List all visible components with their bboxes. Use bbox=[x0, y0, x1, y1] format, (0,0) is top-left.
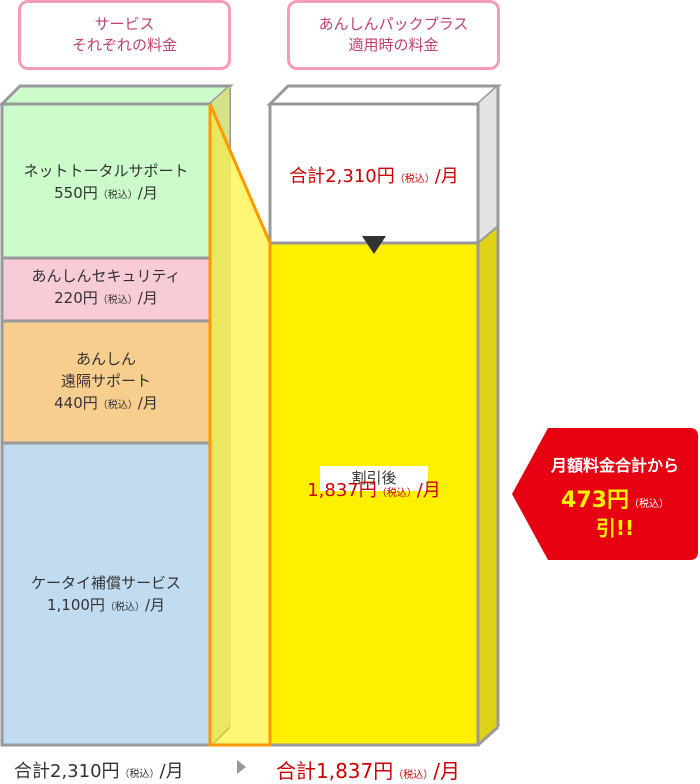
header-right-box: あんしんパックプラス 適用時の料金 bbox=[287, 0, 500, 70]
footer-total-before: 合計2,310円（税込）/月 bbox=[14, 757, 184, 783]
segment-keitai-hosho: ケータイ補償サービス 1,100円（税込）/月 bbox=[2, 572, 210, 619]
per-month: /月 bbox=[433, 759, 461, 783]
header-right-line2: 適用時の料金 bbox=[348, 36, 439, 54]
badge-amount-value: 473円 bbox=[561, 488, 629, 513]
badge-line1: 月額料金合計から bbox=[550, 456, 679, 475]
per-month: /月 bbox=[416, 480, 441, 501]
before-total-value: 合計2,310円 bbox=[289, 166, 395, 187]
segment-price: 550円 bbox=[54, 184, 98, 202]
segment-price: 1,100円 bbox=[46, 596, 105, 614]
per-month: /月 bbox=[159, 761, 184, 782]
header-right-line1: あんしんパックプラス bbox=[318, 15, 469, 33]
badge-tax: （税込） bbox=[628, 499, 669, 510]
segment-name: ケータイ補償サービス bbox=[30, 574, 181, 592]
total-after-value: 合計1,837円 bbox=[276, 759, 394, 783]
after-price-value: 1,837円 bbox=[307, 480, 377, 501]
segment-remote-support: あんしん 遠隔サポート 440円（税込）/月 bbox=[2, 348, 210, 417]
arrow-right-icon bbox=[237, 760, 246, 774]
after-discount-price: 1,837円（税込）/月 bbox=[270, 476, 478, 502]
tax-label: （税込） bbox=[394, 174, 435, 185]
segment-price: 440円 bbox=[54, 394, 98, 412]
per-month: /月 bbox=[137, 184, 158, 202]
segment-name-line2: 遠隔サポート bbox=[60, 372, 151, 390]
segment-name: ネットトータルサポート bbox=[23, 162, 189, 180]
discount-tag: 割引後 bbox=[320, 466, 428, 491]
tax-label: （税込） bbox=[119, 769, 160, 780]
per-month: /月 bbox=[137, 394, 158, 412]
before-discount-total: 合計2,310円（税込）/月 bbox=[270, 162, 478, 188]
header-left-box: サービス それぞれの料金 bbox=[18, 0, 231, 70]
segment-name-line1: あんしん bbox=[75, 350, 136, 368]
tax-label: （税込） bbox=[393, 770, 434, 781]
tax-label: （税込） bbox=[97, 190, 138, 201]
discount-badge-shape bbox=[512, 428, 698, 560]
savings-connector bbox=[208, 86, 272, 747]
tax-label: （税込） bbox=[376, 488, 417, 499]
per-month: /月 bbox=[137, 289, 158, 307]
right-box bbox=[266, 84, 502, 747]
total-before-value: 合計2,310円 bbox=[14, 761, 120, 782]
segment-price: 220円 bbox=[54, 289, 98, 307]
header-left-line2: それぞれの料金 bbox=[71, 36, 177, 54]
tax-label: （税込） bbox=[104, 602, 145, 613]
per-month: /月 bbox=[434, 166, 459, 187]
segment-anshin-security: あんしんセキュリティ 220円（税込）/月 bbox=[2, 265, 210, 312]
badge-line3: 引!! bbox=[595, 516, 635, 540]
down-arrow-icon bbox=[362, 236, 386, 254]
tax-label: （税込） bbox=[97, 400, 138, 411]
footer-total-after: 合計1,837円（税込）/月 bbox=[276, 755, 460, 784]
segment-net-total-support: ネットトータルサポート 550円（税込）/月 bbox=[2, 160, 210, 207]
segment-name: あんしんセキュリティ bbox=[31, 267, 181, 285]
per-month: /月 bbox=[144, 596, 165, 614]
header-left-line1: サービス bbox=[94, 15, 155, 33]
tax-label: （税込） bbox=[97, 295, 138, 306]
badge-amount: 473円（税込） bbox=[532, 482, 698, 514]
